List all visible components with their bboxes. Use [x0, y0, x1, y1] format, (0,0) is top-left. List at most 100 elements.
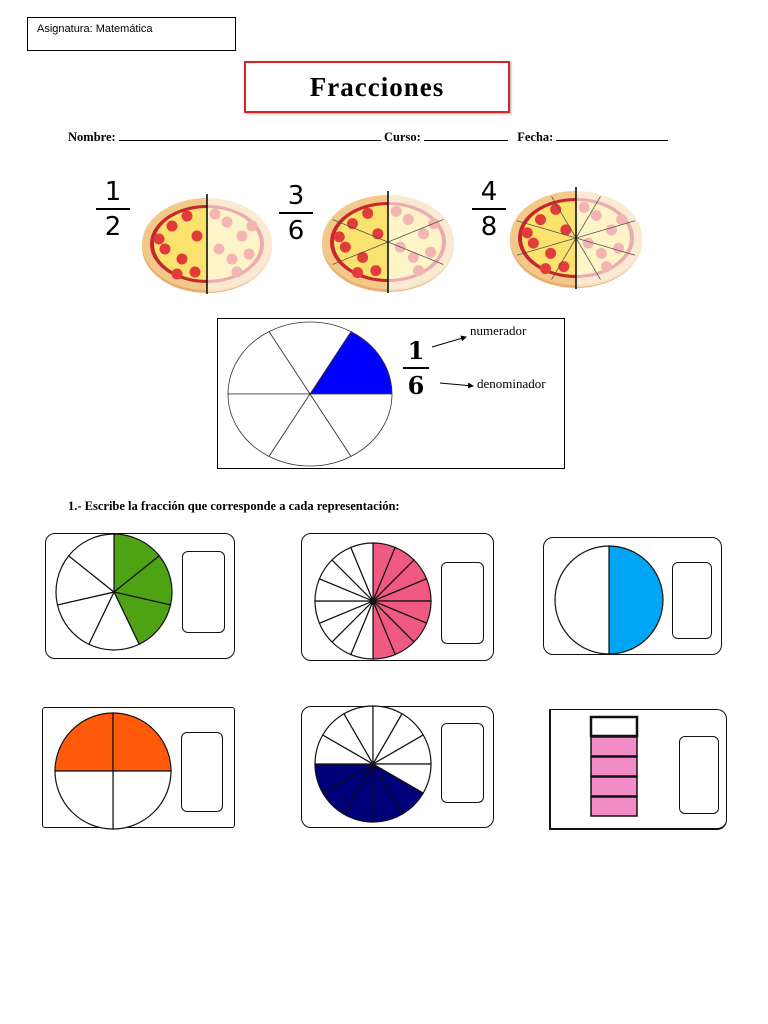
fraction-bar: [96, 208, 130, 210]
student-info-line: Nombre: Curso: Fecha:: [68, 130, 708, 145]
pepperoni: [558, 261, 570, 273]
answer-box[interactable]: [441, 562, 484, 644]
empty-slice: [370, 763, 432, 794]
fraction-bar: [472, 208, 506, 210]
shaded-part: [590, 756, 638, 777]
fraction-bar-fifths: [589, 715, 639, 817]
fraction-circle-sevenths: [55, 533, 173, 651]
cut-line: [551, 237, 577, 280]
subject-box: Asignatura: Matemática: [27, 17, 236, 51]
shaded-slice: [54, 712, 114, 772]
empty-sixth: [268, 321, 352, 395]
cut-line: [575, 237, 636, 256]
empty-slice: [55, 554, 116, 606]
shaded-sixth: [309, 331, 393, 395]
cut-line: [387, 241, 444, 265]
answer-box[interactable]: [182, 551, 225, 633]
numerator: 4: [480, 177, 498, 207]
pizza-faded-half: [388, 193, 456, 291]
answer-box[interactable]: [672, 562, 712, 639]
pepperoni: [357, 251, 369, 263]
empty-slice: [88, 590, 140, 651]
pizza-fraction-2: 3 6: [279, 182, 313, 245]
empty-slice: [554, 545, 610, 655]
answer-box[interactable]: [679, 736, 719, 814]
pizza-icon: [510, 187, 644, 289]
shaded-slice: [608, 545, 664, 655]
course-label: Curso:: [383, 130, 421, 144]
empty-sixth: [227, 393, 311, 457]
pepperoni: [166, 220, 178, 232]
fraction-circle-quarters: [54, 712, 172, 830]
pepperoni: [545, 247, 557, 259]
cut-line: [516, 220, 577, 239]
cut-line: [575, 237, 601, 280]
sixth-circle-diagram: [227, 321, 393, 467]
fraction-circle-sixteenths: [314, 542, 432, 660]
cut-line: [387, 219, 444, 243]
course-field[interactable]: [423, 130, 508, 141]
empty-slice: [56, 591, 116, 646]
pepperoni: [362, 207, 374, 219]
empty-slice: [67, 533, 115, 594]
pizza-icon: [322, 191, 456, 293]
pepperoni: [176, 253, 188, 265]
cut-line: [551, 196, 577, 239]
date-field[interactable]: [556, 130, 669, 141]
exercise-card-2: [301, 533, 494, 661]
pizza-illustration-2: [322, 191, 456, 293]
cut-line: [575, 220, 636, 239]
name-field[interactable]: [118, 130, 381, 141]
denominator-label: denominador: [477, 376, 546, 391]
shaded-slice: [112, 712, 172, 772]
numerator: 1: [407, 336, 425, 365]
pizza-fraction-3: 4 8: [472, 178, 506, 241]
fraction-bar: [403, 367, 429, 369]
answer-box[interactable]: [441, 723, 484, 803]
cut-line: [332, 219, 389, 243]
shaded-part: [590, 776, 638, 797]
name-label: Nombre:: [68, 130, 116, 144]
numerator: 3: [287, 181, 305, 211]
pepperoni: [159, 243, 171, 255]
exercise-card-6: [549, 709, 727, 830]
fraction-diagram-box: 1 6 numerador denominador: [217, 318, 565, 469]
empty-part: [589, 715, 639, 738]
pepperoni: [189, 266, 201, 278]
fraction-circle-halves: [554, 545, 664, 655]
numerator-label: numerador: [470, 323, 527, 338]
numerator-arrow-icon: [431, 335, 467, 348]
pizza-faded-half: [207, 196, 274, 292]
pizza-icon: [142, 194, 274, 294]
diagram-fraction: 1 6: [403, 337, 429, 400]
fraction-bar: [279, 212, 313, 214]
cut-line: [516, 237, 577, 256]
fraction-circle-twelfths: [314, 705, 432, 823]
denominator-arrow-icon: [439, 382, 474, 389]
pizza-fraction-1: 1 2: [96, 178, 130, 241]
shaded-part: [590, 736, 638, 757]
answer-box[interactable]: [181, 732, 223, 812]
pepperoni: [339, 241, 351, 253]
empty-slice: [54, 770, 114, 830]
empty-slice: [350, 542, 374, 602]
pepperoni: [191, 230, 203, 242]
pepperoni: [534, 214, 546, 226]
exercise-card-1: [45, 533, 235, 659]
pepperoni: [352, 267, 364, 279]
pepperoni: [181, 210, 193, 222]
exercise-card-3: [543, 537, 722, 655]
shaded-part: [590, 796, 638, 817]
worksheet-title: Fracciones: [244, 61, 510, 113]
denominator: 6: [407, 371, 425, 400]
pepperoni: [521, 227, 533, 239]
pepperoni: [171, 268, 183, 280]
pepperoni: [333, 231, 345, 243]
title-text: Fracciones: [309, 72, 445, 102]
exercise-card-4: [42, 707, 235, 830]
pepperoni: [540, 263, 552, 275]
pepperoni: [370, 265, 382, 277]
exercise-card-5: [301, 705, 494, 828]
pizza-illustration-1: [142, 194, 274, 294]
pepperoni: [153, 233, 165, 245]
